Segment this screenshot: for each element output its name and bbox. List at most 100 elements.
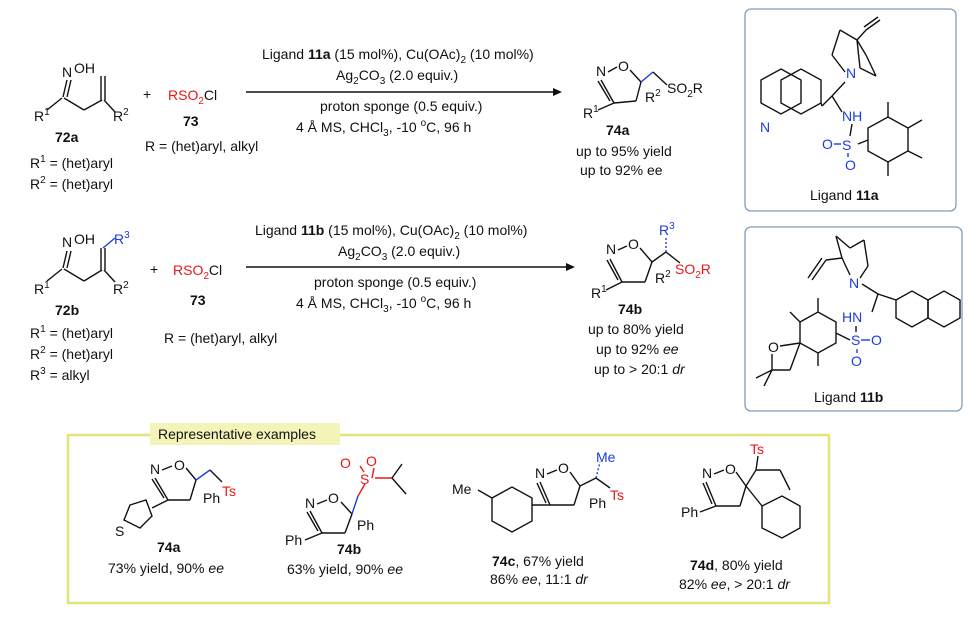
scheme-a: N OH R1 R2 72a R1 = (het)aryl R2 = (het)… <box>30 8 957 212</box>
svg-text:74b: 74b <box>618 301 642 317</box>
product-74b: N O R1 R3 SO2R R2 74b up to 80% yield up… <box>588 221 711 377</box>
svg-text:SO2R: SO2R <box>667 80 703 100</box>
svg-text:O: O <box>340 455 351 471</box>
svg-text:R2: R2 <box>113 280 129 297</box>
svg-text:R2 = (het)aryl: R2 = (het)aryl <box>30 345 113 362</box>
svg-text:proton sponge (0.5 equiv.): proton sponge (0.5 equiv.) <box>314 274 476 290</box>
substrate-72b: N OH R1 R3 R2 72b R1 = (het)aryl R2 = (h… <box>30 230 130 383</box>
atom-r2: R2 <box>113 107 129 124</box>
svg-text:R1: R1 <box>591 284 607 301</box>
sulfonyl-chloride-73-b: RSO2Cl 73 R = (het)aryl, alkyl <box>164 262 277 346</box>
svg-text:+: + <box>150 261 158 277</box>
svg-text:OH: OH <box>74 231 95 247</box>
svg-text:O: O <box>871 332 882 348</box>
svg-text:Ag2CO3 (2.0 equiv.): Ag2CO3 (2.0 equiv.) <box>338 243 460 263</box>
svg-text:N: N <box>596 63 606 79</box>
svg-text:O: O <box>366 453 377 469</box>
svg-text:up to 95% yield: up to 95% yield <box>576 143 672 159</box>
conditions-a: Ligand 11a (15 mol%), Cu(OAc)2 (10 mol%)… <box>246 46 562 139</box>
svg-text:N: N <box>849 275 859 291</box>
product-74a: N O R1 SO2R R2 74a up to 95% yield up to… <box>576 58 703 178</box>
ligand-11a-box: N NH S O O N Ligand 11a <box>744 8 957 212</box>
svg-text:up to 80% yield: up to 80% yield <box>588 321 684 337</box>
svg-text:N: N <box>846 65 856 81</box>
svg-text:Ligand 11b (15 mol%), Cu(OAc)2: Ligand 11b (15 mol%), Cu(OAc)2 (10 mol%) <box>255 222 527 242</box>
substrate-label-72a: 72a <box>55 129 79 145</box>
svg-text:R2: R2 <box>645 88 661 105</box>
scheme-b: N OH R1 R3 R2 72b R1 = (het)aryl R2 = (h… <box>30 221 963 412</box>
svg-text:O: O <box>174 457 185 473</box>
svg-text:S: S <box>851 332 860 348</box>
svg-text:86% ee, 11:1 dr: 86% ee, 11:1 dr <box>490 571 589 587</box>
svg-text:S: S <box>115 523 124 539</box>
conditions-b: Ligand 11b (15 mol%), Cu(OAc)2 (10 mol%)… <box>246 222 575 315</box>
substrate-72a: N OH R1 R2 72a R1 = (het)aryl R2 = (het)… <box>30 60 129 192</box>
svg-text:R1: R1 <box>34 280 50 297</box>
svg-text:73% yield, 90% ee: 73% yield, 90% ee <box>108 560 224 576</box>
svg-text:O: O <box>618 58 629 74</box>
svg-text:Ligand 11a: Ligand 11a <box>810 187 879 203</box>
svg-text:up to 92% ee: up to 92% ee <box>580 162 663 178</box>
svg-text:Ph: Ph <box>203 490 220 506</box>
examples-title: Representative examples <box>158 426 316 442</box>
svg-text:74d, 80% yield: 74d, 80% yield <box>690 557 783 573</box>
svg-text:R = (het)aryl, alkyl: R = (het)aryl, alkyl <box>164 330 277 346</box>
svg-text:74a: 74a <box>606 122 630 138</box>
svg-text:S: S <box>360 471 369 487</box>
svg-text:73: 73 <box>190 292 206 308</box>
svg-text:74b: 74b <box>337 541 361 557</box>
svg-text:S: S <box>842 137 851 153</box>
svg-text:Ligand 11b: Ligand 11b <box>814 389 883 405</box>
svg-text:up to > 20:1 dr: up to > 20:1 dr <box>594 361 686 377</box>
sulfonyl-chloride-73: RSO2Cl 73 R = (het)aryl, alkyl <box>145 87 258 154</box>
svg-text:Ph: Ph <box>681 504 698 520</box>
svg-text:N: N <box>760 119 770 135</box>
example-74c: N O Me Me Ts Ph 74c, 67% yield 86% ee, 1… <box>452 449 624 587</box>
svg-text:N: N <box>535 465 545 481</box>
representative-examples: Representative examples N O Ts Ph S 74a … <box>66 423 831 605</box>
svg-text:R1: R1 <box>583 104 599 121</box>
ligand-11b-box: N HN S O O O Liga <box>744 226 963 412</box>
svg-text:R1 = (het)aryl: R1 = (het)aryl <box>30 324 113 341</box>
svg-text:R3 = alkyl: R3 = alkyl <box>30 366 90 383</box>
svg-text:74c, 67% yield: 74c, 67% yield <box>492 553 584 569</box>
svg-text:O: O <box>851 353 862 369</box>
example-74b: N O Ph S O O Ph 74b 63% yield, 90% ee <box>285 453 407 577</box>
svg-text:Ph: Ph <box>357 517 374 533</box>
svg-text:Ag2CO3 (2.0 equiv.): Ag2CO3 (2.0 equiv.) <box>336 67 458 87</box>
svg-text:N: N <box>305 495 315 511</box>
svg-text:O: O <box>725 461 736 477</box>
svg-text:N: N <box>606 241 616 257</box>
svg-text:74a: 74a <box>157 539 181 555</box>
svg-text:O: O <box>768 339 779 355</box>
svg-text:R3: R3 <box>114 230 130 247</box>
svg-text:Me: Me <box>452 481 472 497</box>
plus-sign: + <box>143 86 151 102</box>
svg-text:O: O <box>628 236 639 252</box>
svg-text:Ph: Ph <box>589 495 606 511</box>
svg-text:RSO2Cl: RSO2Cl <box>168 87 217 107</box>
svg-text:up to 92% ee: up to 92% ee <box>596 341 679 357</box>
atom-r1: R1 <box>34 107 50 124</box>
svg-text:82% ee, > 20:1 dr: 82% ee, > 20:1 dr <box>679 576 791 592</box>
example-74d: N O Ph Ts 74d, 80% yield 82% ee, > 20:1 … <box>679 441 801 592</box>
svg-text:Ts: Ts <box>222 483 236 499</box>
atom-oh: OH <box>74 60 95 76</box>
svg-text:Me: Me <box>596 449 616 465</box>
svg-text:O: O <box>822 136 833 152</box>
svg-text:proton sponge (0.5 equiv.): proton sponge (0.5 equiv.) <box>320 98 482 114</box>
svg-text:Ph: Ph <box>285 532 302 548</box>
svg-text:O: O <box>328 490 339 506</box>
svg-text:Ts: Ts <box>610 487 624 503</box>
svg-text:N: N <box>62 234 72 250</box>
svg-text:R3: R3 <box>659 221 675 238</box>
example-74a: N O Ts Ph S 74a 73% yield, 90% ee <box>108 457 236 576</box>
svg-text:N: N <box>702 465 712 481</box>
svg-text:NH: NH <box>842 108 862 124</box>
svg-text:O: O <box>845 157 856 173</box>
svg-text:72b: 72b <box>55 302 79 318</box>
svg-text:O: O <box>558 460 569 476</box>
svg-text:HN: HN <box>842 309 862 325</box>
svg-text:SO2R: SO2R <box>675 261 711 281</box>
